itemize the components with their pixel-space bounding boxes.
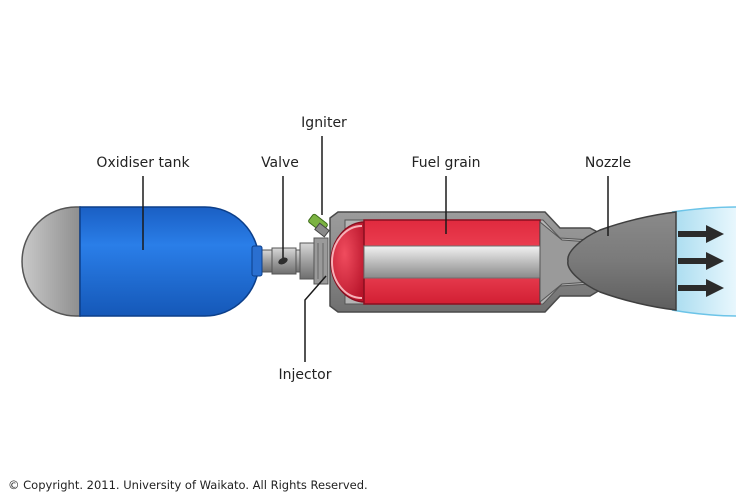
- label-igniter: Igniter: [301, 115, 347, 131]
- injector-plate: [299, 242, 315, 280]
- leader-injector: [304, 275, 327, 362]
- copyright-notice: © Copyright. 2011. University of Waikato…: [8, 478, 368, 492]
- thrust-arrow: [678, 225, 724, 243]
- thrust-arrows: [678, 225, 724, 297]
- exhaust-plume-edge-bottom: [671, 309, 737, 317]
- label-injector: Injector: [278, 367, 331, 383]
- label-nozzle: Nozzle: [585, 155, 631, 171]
- combustion-port: [363, 245, 541, 279]
- nozzle: [567, 211, 677, 311]
- label-fuel-grain: Fuel grain: [411, 155, 480, 171]
- thrust-arrow: [678, 279, 724, 297]
- label-valve: Valve: [261, 155, 299, 171]
- thrust-arrow: [678, 252, 724, 270]
- igniter: [308, 213, 330, 238]
- tank-cap: [21, 206, 81, 317]
- valve-handle: [278, 257, 288, 265]
- exhaust-plume-edge-top: [671, 206, 737, 213]
- oxidiser-tank: [79, 206, 260, 317]
- label-oxidiser-tank: Oxidiser tank: [96, 155, 190, 171]
- tank-outlet-fitting: [251, 245, 263, 277]
